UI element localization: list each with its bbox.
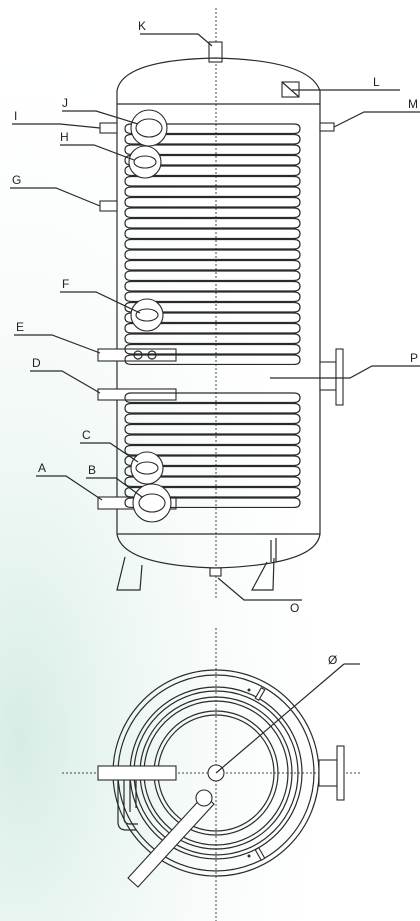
label-h: H: [60, 130, 69, 144]
coil-loop: [124, 455, 301, 467]
coil-loop: [124, 322, 301, 334]
top-flange-neck: [318, 759, 338, 787]
label-f: F: [62, 277, 69, 291]
coil-loop: [124, 343, 301, 355]
upper-coil: [124, 123, 301, 366]
diameter-leader: [215, 663, 345, 774]
label-l: L: [373, 75, 380, 89]
coil-loop: [124, 465, 301, 477]
port-k: [208, 41, 223, 63]
coil-loop: [124, 186, 301, 198]
coil-loop: [124, 249, 301, 261]
port-m: [319, 122, 335, 132]
leg-left: [116, 556, 143, 591]
top-view: [62, 628, 360, 921]
coil-loop: [124, 270, 301, 282]
coil-loop: [124, 333, 301, 345]
coil-loop: [124, 217, 301, 229]
coil-loop: [124, 392, 301, 404]
port-g: [99, 200, 118, 212]
coil-loop: [124, 133, 301, 145]
label-c: C: [82, 428, 91, 442]
sensor-j: [130, 109, 168, 147]
ring-sensor-top: [254, 687, 266, 701]
label-a: A: [38, 461, 46, 475]
port-d: [97, 388, 177, 401]
coil-loop: [124, 434, 301, 446]
top-flange-plate: [336, 745, 345, 801]
coil-loop: [124, 280, 301, 292]
sensor-h: [128, 145, 162, 179]
label-o: O: [290, 601, 299, 615]
label-d: D: [32, 356, 41, 370]
label-k: K: [138, 19, 146, 33]
port-i: [99, 122, 118, 134]
label-i: I: [14, 109, 17, 123]
diagonal-pipe: [127, 794, 215, 888]
sensor-f: [130, 298, 164, 332]
label-j: J: [62, 96, 68, 110]
coil-loop: [124, 238, 301, 250]
label-e: E: [16, 320, 24, 334]
label-b: B: [88, 463, 96, 477]
coil-loop: [124, 196, 301, 208]
lower-coil: [124, 392, 301, 509]
sensor-c: [130, 451, 164, 485]
port-o: [209, 567, 222, 577]
coil-loop: [124, 402, 301, 414]
coil-loop: [124, 165, 301, 177]
sensor-b: [132, 483, 172, 523]
top-left-pipe: [97, 765, 177, 781]
ring-sensor-bottom: [254, 847, 266, 861]
coil-loop: [124, 259, 301, 271]
leg-right: [250, 557, 275, 591]
coil-loop: [124, 291, 301, 303]
flange-p-plate: [335, 348, 344, 406]
coil-loop: [124, 301, 301, 313]
side-view: [97, 8, 344, 600]
leader-lines: [10, 33, 420, 601]
coil-loop: [124, 413, 301, 425]
coil-loop: [124, 423, 301, 435]
coil-loop: [124, 154, 301, 166]
coil-loop: [124, 123, 301, 135]
coil-loop: [124, 144, 301, 156]
label-m: M: [408, 97, 418, 111]
labels: K L M I J H G F E D P C A B O Ø: [12, 19, 418, 667]
coil-loop: [124, 476, 301, 488]
coil-loop: [124, 207, 301, 219]
label-diameter: Ø: [328, 653, 337, 667]
label-p: P: [410, 351, 418, 365]
flange-p-neck: [319, 361, 337, 391]
coil-loop: [124, 354, 301, 366]
coil-loop: [124, 497, 301, 509]
coil-loop: [124, 228, 301, 240]
coil-loop: [124, 175, 301, 187]
label-g: G: [12, 173, 21, 187]
coil-loop: [124, 486, 301, 498]
coil-loop: [124, 312, 301, 324]
coil-loop: [124, 444, 301, 456]
